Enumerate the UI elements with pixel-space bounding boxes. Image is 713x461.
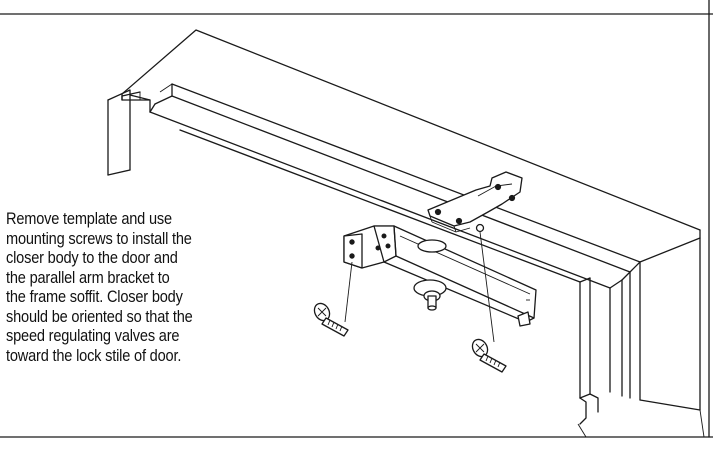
- door-closer-body: [343, 225, 537, 327]
- caption-line: the parallel arm bracket to: [6, 268, 170, 287]
- caption-line: mounting screws to install the: [6, 229, 192, 248]
- leader-line-closer-screw: [344, 261, 353, 323]
- caption-line: toward the lock stile of door.: [6, 346, 182, 365]
- door-frame-head: [121, 29, 701, 289]
- leader-line-bracket-screw: [479, 231, 495, 343]
- caption-line: should be oriented so that the: [6, 307, 193, 326]
- mounting-screw-left: [313, 302, 349, 337]
- door-leaf: [179, 129, 599, 438]
- mounting-screw-right: [471, 338, 507, 373]
- caption-line: Remove template and use: [6, 210, 172, 228]
- caption-line: the frame soffit. Closer body: [6, 288, 183, 306]
- installation-instruction-text: Remove template and use mounting screws …: [6, 210, 267, 366]
- caption-line: speed regulating valves are: [6, 327, 180, 345]
- door-frame-left-jamb: [107, 89, 151, 176]
- caption-line: closer body to the door and: [6, 249, 178, 267]
- door-frame-right-jamb: [609, 229, 705, 438]
- parallel-arm-bracket: [427, 171, 523, 233]
